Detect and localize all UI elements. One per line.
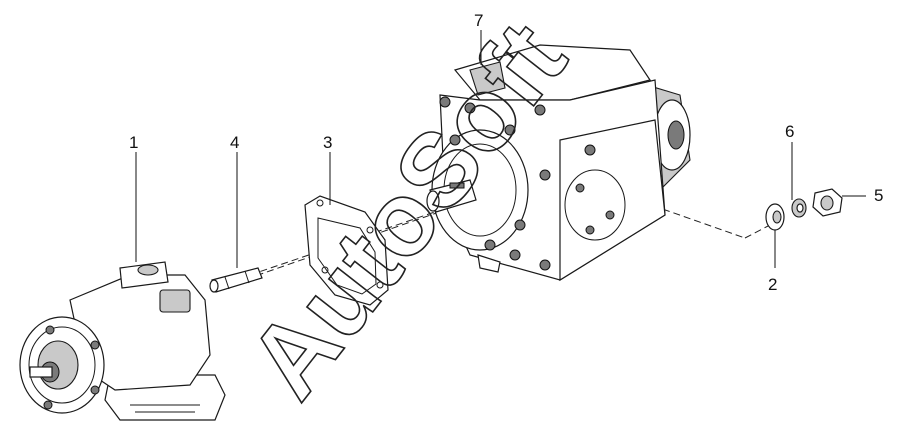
part-5-hex-nut [812, 188, 843, 217]
callout-4: 4 [230, 133, 239, 152]
callout-2: 2 [768, 275, 777, 294]
part-2-washer [765, 203, 785, 231]
callout-7: 7 [474, 11, 483, 30]
part-3-gasket [304, 195, 389, 306]
callout-6: 6 [785, 122, 794, 141]
part-1-flange-housing [19, 261, 226, 421]
part-6-lock-washer [791, 198, 807, 218]
callout-1: 1 [129, 133, 138, 152]
leader-lines [135, 30, 866, 268]
callout-labels: 1 2 3 4 5 6 7 [129, 11, 883, 294]
callout-3: 3 [323, 133, 332, 152]
callout-5: 5 [874, 186, 883, 205]
part-4-pin [209, 267, 263, 293]
part-7-pump-assembly [426, 44, 691, 282]
